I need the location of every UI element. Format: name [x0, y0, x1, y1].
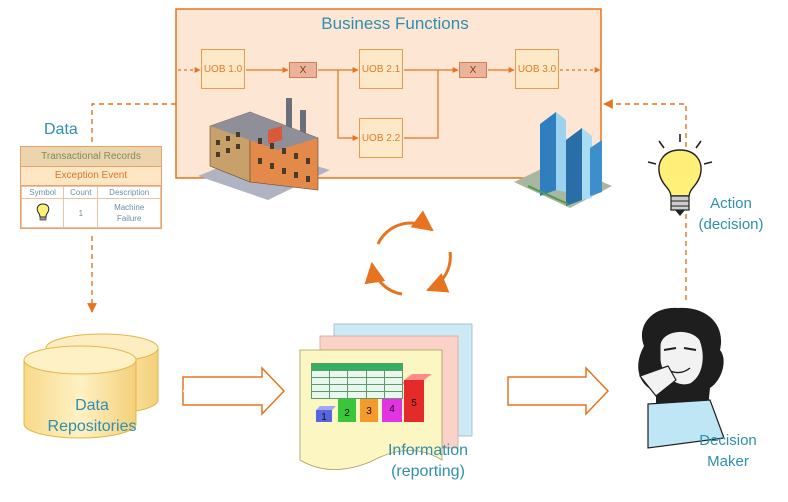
column-header-count: Count	[63, 186, 99, 199]
lightbulb-symbol-icon	[36, 203, 49, 221]
exclusive-gateway-2[interactable]: X	[459, 62, 487, 78]
action-label: Action (decision)	[688, 193, 774, 235]
description-cell: Machine Failure	[97, 198, 161, 228]
table-header-row: Symbol Count Description	[20, 186, 161, 199]
description-line2: Failure	[116, 214, 142, 223]
transactional-records-card: Transactional Records Exception Event Sy…	[20, 146, 162, 229]
column-header-symbol: Symbol	[20, 186, 65, 199]
description-line1: Machine	[114, 203, 145, 212]
flow-arrow-repositories-to-information	[182, 366, 286, 416]
bar-label-5: 5	[411, 398, 417, 409]
bar-block-2	[338, 398, 356, 422]
information-label: Information (reporting)	[372, 440, 484, 482]
symbol-cell	[20, 198, 65, 228]
decision-maker-portrait	[638, 307, 725, 449]
uob-box-3-0[interactable]: UOB 3.0	[515, 49, 559, 89]
repositories-label-line2: Repositories	[47, 418, 137, 435]
information-label-line2: (reporting)	[391, 463, 465, 480]
exception-event-header: Exception Event	[21, 167, 161, 186]
exclusive-gateway-1[interactable]: X	[289, 62, 317, 78]
skyscrapers-illustration	[514, 112, 612, 208]
flow-arrow-information-to-decision	[507, 366, 610, 416]
uob-box-2-1[interactable]: UOB 2.1	[359, 49, 403, 89]
repositories-label-line1: Data	[75, 397, 109, 414]
bar-label-1: 1	[321, 412, 327, 423]
bar-label-3: 3	[366, 406, 372, 417]
action-label-line2: (decision)	[698, 216, 764, 233]
decision-maker-label-line1: Decision	[699, 432, 757, 449]
business-functions-title: Business Functions	[321, 14, 469, 33]
lightbulb-icon	[647, 134, 713, 216]
column-header-description: Description	[97, 186, 161, 199]
uob-box-2-2[interactable]: UOB 2.2	[359, 118, 403, 158]
bar-label-4: 4	[389, 404, 395, 415]
report-mini-table	[310, 363, 404, 399]
transactional-records-title: Transactional Records	[21, 147, 161, 167]
bar-block-1	[316, 410, 332, 422]
cycle-arrows	[364, 210, 452, 296]
bar-label-2: 2	[344, 408, 350, 419]
table-row: 1 Machine Failure	[20, 198, 161, 228]
information-label-line1: Information	[387, 442, 469, 459]
data-flow-arrows	[87, 99, 687, 313]
decision-maker-label-line2: Maker	[707, 453, 749, 470]
mini-table-header	[311, 363, 403, 371]
process-flow	[178, 67, 601, 141]
action-label-line1: Action	[710, 195, 752, 212]
decision-maker-label: Decision Maker	[686, 430, 770, 472]
data-repositories-label: Data Repositories	[26, 395, 158, 437]
uob-box-1-0[interactable]: UOB 1.0	[201, 49, 245, 89]
exception-event-table: Symbol Count Description 1 Machine Failu…	[20, 186, 161, 228]
data-label: Data	[44, 121, 78, 138]
bar-block-5	[404, 380, 424, 422]
factory-illustration	[198, 98, 330, 200]
count-cell: 1	[63, 198, 99, 228]
data-repositories-icon	[23, 333, 159, 439]
